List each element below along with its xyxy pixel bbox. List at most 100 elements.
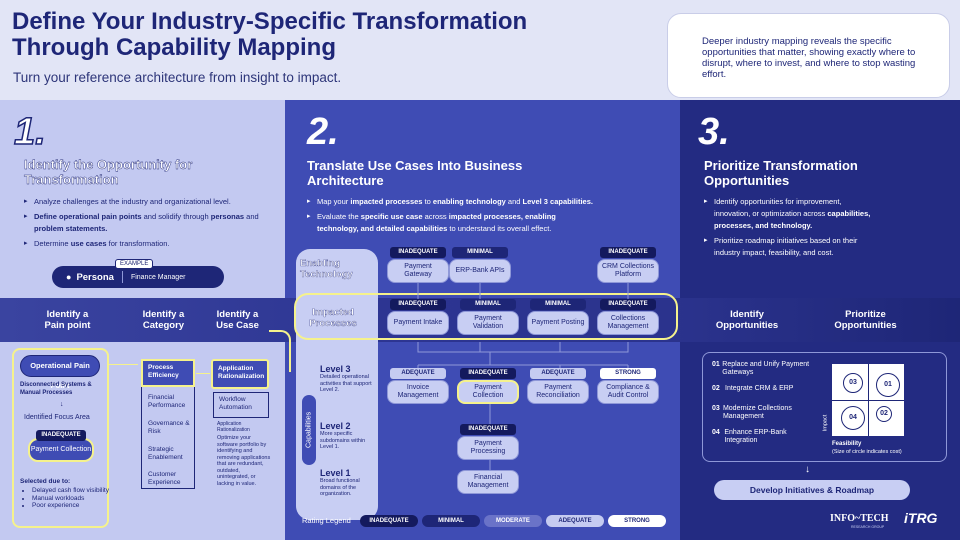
focus-area-label: Identified Focus Area <box>24 414 90 421</box>
level1-desc: Level 1 Broad functional domains of the … <box>320 468 360 497</box>
band-prioritize-opps: Prioritize Opportunities <box>834 309 897 331</box>
reasons-list: Delayed cash flow visibility Manual work… <box>24 487 109 510</box>
level3-desc: Level 3 Detailed operational activities … <box>320 364 372 393</box>
arrow-down-icon: ↓ <box>805 464 810 475</box>
connector <box>108 364 138 365</box>
matrix-circle-04: 04 <box>841 406 865 430</box>
legend-inadequate: INADEQUATE <box>360 515 418 527</box>
page-subtitle: Turn your reference architecture from in… <box>13 70 342 85</box>
legend-minimal: MINIMAL <box>422 515 480 527</box>
itrg-logo: iTRG <box>904 510 938 526</box>
use-case-workflow-automation: Workflow Automation <box>213 392 269 418</box>
use-case-small-title: Application Rationalization <box>217 421 250 433</box>
category-governance-risk: Governance & Risk <box>148 420 190 435</box>
tech-rating-tag: INADEQUATE <box>600 247 656 258</box>
l2-payment-processing: Payment Processing <box>457 436 519 460</box>
l3-rating-tag: ADEQUATE <box>390 368 446 379</box>
impacted-processes-label: Impacted Processes <box>309 307 357 329</box>
level2-desc: Level 2 More specific subdomains within … <box>320 421 366 450</box>
category-process-efficiency: Process Efficiency <box>141 359 195 387</box>
person-icon: ● <box>66 272 72 282</box>
l1-financial-management: Financial Management <box>457 470 519 494</box>
step1-bullets: Analyze challenges at the industry and o… <box>24 196 269 253</box>
l3-payment-collection: Payment Collection <box>457 380 519 404</box>
pain-point-card <box>12 348 109 528</box>
l2-rating-tag: INADEQUATE <box>460 424 516 435</box>
callout-box: Deeper industry mapping reveals the spec… <box>667 13 950 98</box>
selected-due-to: Selected due to: <box>20 478 71 485</box>
band-category: Identify a Category <box>142 309 185 331</box>
matrix-circle-01: 01 <box>876 373 900 397</box>
process-payment-intake: Payment Intake <box>387 311 449 335</box>
step3-title: Prioritize Transformation Opportunities <box>704 158 858 188</box>
bullet: Define operational pain points and solid… <box>24 211 269 235</box>
category-financial-performance: Financial Performance <box>148 394 186 409</box>
use-case-desc: Optimize your software portfolio by iden… <box>217 435 271 487</box>
step2-bullets: Map your impacted processes to enabling … <box>307 196 597 238</box>
impacted-processes-row <box>294 293 678 340</box>
step-number: 3. <box>698 111 730 153</box>
infotech-logo-sub: RESEARCH GROUP <box>851 525 885 529</box>
legend-moderate: MODERATE <box>484 515 542 527</box>
reason-item: Poor experience <box>32 502 109 510</box>
l3-compliance-audit: Compliance & Audit Control <box>597 380 659 404</box>
example-tag: EXAMPLE <box>115 259 154 269</box>
bullet: Determine use cases for transformation. <box>24 238 269 250</box>
bullet: Identify opportunities for improvement, … <box>704 196 879 232</box>
band-use-case: Identify a Use Case <box>216 309 259 331</box>
persona-pill: ● Persona Finance Manager <box>52 266 224 288</box>
matrix-circle-02: 02 <box>876 406 892 422</box>
reason-item: Manual workloads <box>32 495 109 503</box>
capabilities-label: Capabilities <box>302 395 316 465</box>
infotech-logo: INFO~TECH <box>830 513 889 524</box>
page-title: Define Your Industry-Specific Transforma… <box>12 8 528 61</box>
step3-bullets: Identify opportunities for improvement, … <box>704 196 879 262</box>
l3-payment-reconciliation: Payment Reconciliation <box>527 380 589 404</box>
process-rating-tag: MINIMAL <box>530 299 586 310</box>
bullet: Prioritize roadmap initiatives based on … <box>704 235 879 259</box>
bullet: Analyze challenges at the industry and o… <box>24 196 269 208</box>
connector <box>269 330 291 372</box>
step-number: 2. <box>307 111 339 153</box>
tech-rating-tag: MINIMAL <box>452 247 508 258</box>
tech-rating-tag: INADEQUATE <box>390 247 446 258</box>
process-rating-tag: INADEQUATE <box>390 299 446 310</box>
bullet: Evaluate the specific use case across im… <box>307 211 597 235</box>
feasibility-axis-label: Feasibility <box>832 441 862 447</box>
tech-payment-gateway: Payment Gateway <box>387 259 449 283</box>
category-strategic-enablement: Strategic Enablement <box>148 446 183 461</box>
step-number: 1. <box>13 111 46 153</box>
feasibility-note: (Size of circle indicates cost) <box>832 449 902 455</box>
process-rating-tag: INADEQUATE <box>600 299 656 310</box>
focus-rating-tag: INADEQUATE <box>36 430 86 441</box>
develop-roadmap-button[interactable]: Develop Initiatives & Roadmap <box>714 480 910 500</box>
process-payment-posting: Payment Posting <box>527 311 589 335</box>
step2-title: Translate Use Cases Into Business Archit… <box>307 158 523 188</box>
arrow-down-icon: ↓ <box>60 401 64 408</box>
reason-item: Delayed cash flow visibility <box>32 487 109 495</box>
matrix-circle-03: 03 <box>843 373 863 393</box>
legend-strong: STRONG <box>608 515 666 527</box>
impact-axis-label: Impact <box>822 414 829 432</box>
legend-title: Rating Legend <box>302 516 351 525</box>
bullet: Map your impacted processes to enabling … <box>307 196 597 208</box>
step1-title: Identify the Opportunity for Transformat… <box>24 157 193 187</box>
use-case-app-rationalization: Application Rationalization <box>211 359 269 389</box>
enabling-tech-label: Enabling Technology <box>300 258 353 280</box>
l3-rating-tag: STRONG <box>600 368 656 379</box>
l3-invoice-management: Invoice Management <box>387 380 449 404</box>
process-collections-mgmt: Collections Management <box>597 311 659 335</box>
tech-erp-bank-apis: ERP-Bank APIs <box>449 259 511 283</box>
pain-point-desc: Disconnected Systems & Manual Processes <box>20 382 92 396</box>
pain-point-title: Operational Pain Point <box>20 355 100 390</box>
focus-payment-collection: Payment Collection <box>28 438 94 462</box>
l3-rating-tag: ADEQUATE <box>530 368 586 379</box>
opportunity-card <box>702 352 947 462</box>
category-customer-experience: Customer Experience <box>148 471 181 486</box>
process-payment-validation: Payment Validation <box>457 311 519 335</box>
